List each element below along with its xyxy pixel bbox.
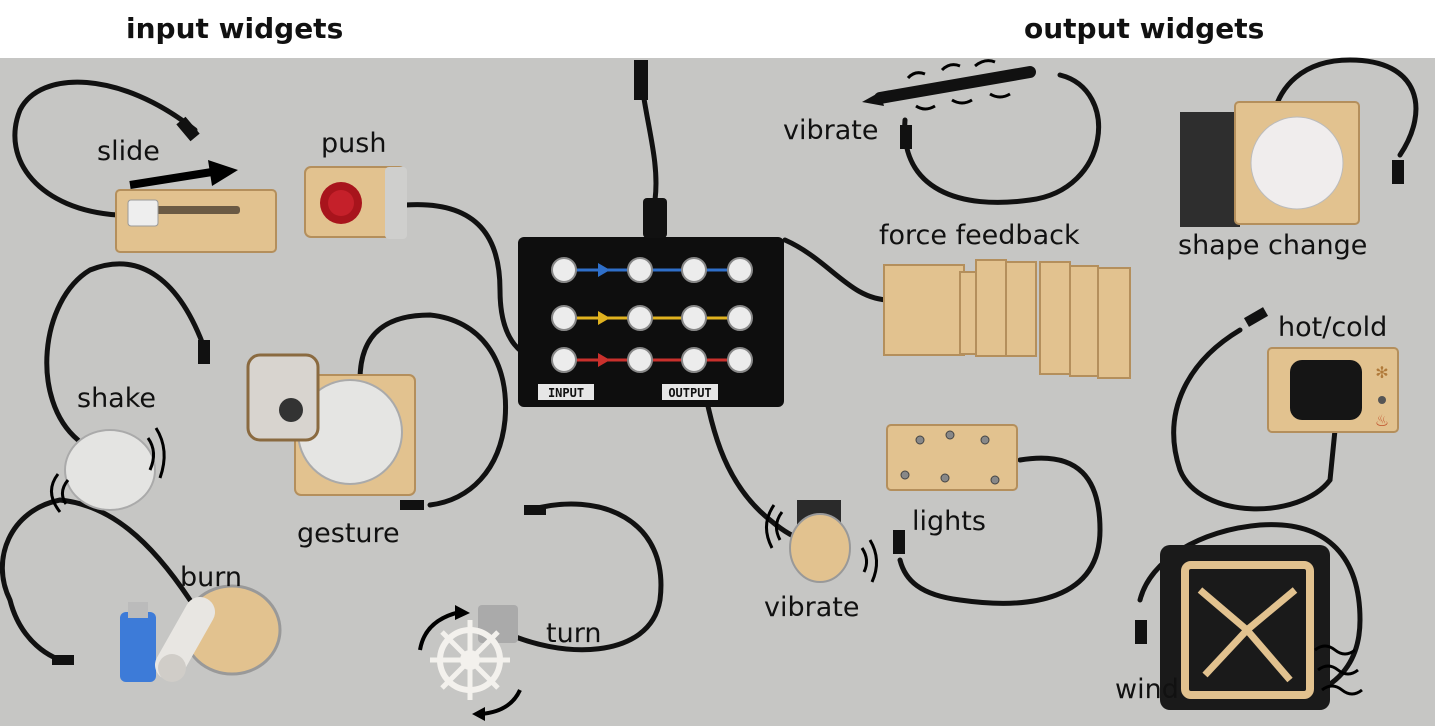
hub-input-label: INPUT (548, 386, 584, 400)
label-vibrate-pen: vibrate (783, 115, 879, 146)
slide-cable (12, 79, 198, 218)
label-vibrate-disc: vibrate (764, 592, 860, 623)
output-cable-force (782, 237, 893, 303)
label-hot-cold: hot/cold (1278, 312, 1388, 343)
label-force-feedback: force feedback (879, 220, 1080, 251)
label-turn: turn (546, 618, 602, 649)
svg-text:♨: ♨ (1375, 411, 1389, 430)
push-widget (304, 166, 407, 239)
label-push: push (321, 128, 387, 159)
hub-output-label: OUTPUT (668, 386, 711, 400)
label-burn: burn (180, 562, 242, 593)
pen-cable (902, 72, 1102, 205)
shape-change-widget (1180, 101, 1360, 227)
hub-box: INPUT OUTPUT (518, 198, 784, 407)
label-lights: lights (912, 506, 986, 537)
shape-cable (1272, 57, 1419, 158)
turn-widget (418, 605, 522, 721)
label-shape-change: shape change (1178, 230, 1368, 261)
label-wind: wind (1115, 674, 1179, 705)
force-feedback-widget (883, 259, 1131, 379)
hot-cold-widget: ✻ ♨ (1267, 347, 1399, 433)
gesture-cable (357, 312, 509, 508)
vibrate-disc-widget (765, 500, 878, 583)
hotcold-cable (1171, 327, 1338, 512)
label-shake: shake (77, 383, 157, 414)
cable-plugs (52, 60, 1404, 665)
svg-text:✻: ✻ (1375, 363, 1388, 382)
shake-cable (44, 261, 208, 443)
input-widgets-heading: input widgets (126, 12, 344, 45)
label-slide: slide (97, 136, 160, 167)
lights-widget (886, 424, 1018, 491)
slide-widget (115, 160, 277, 253)
lights-cable (897, 455, 1103, 606)
wind-widget (1160, 545, 1363, 710)
label-gesture: gesture (297, 518, 400, 549)
header-bar (0, 0, 1435, 58)
burn-cable (0, 497, 193, 665)
burn-widget (120, 584, 282, 682)
shake-widget (50, 427, 166, 513)
output-widgets-heading: output widgets (1024, 12, 1265, 45)
turn-cable (497, 501, 664, 653)
vibrate-pen-widget (862, 59, 1036, 111)
gesture-widget (246, 353, 416, 496)
